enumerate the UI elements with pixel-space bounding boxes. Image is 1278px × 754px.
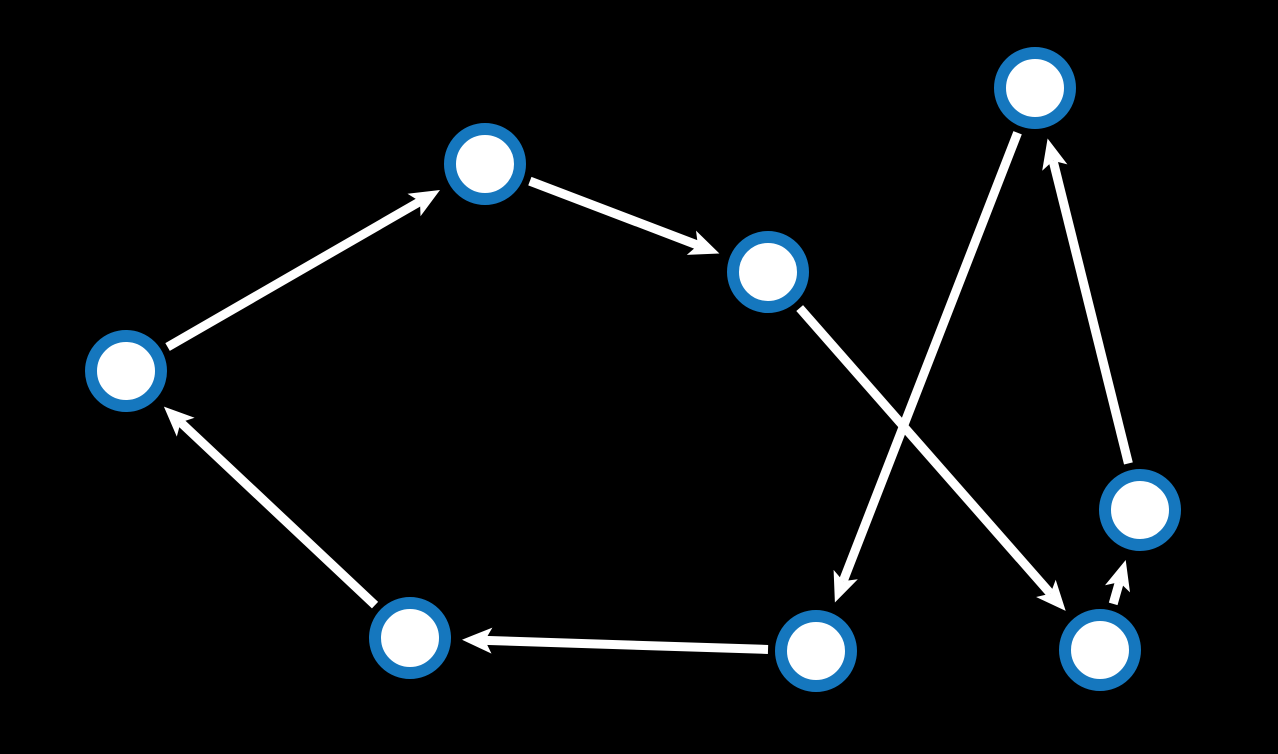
arrowhead-icon: [1105, 560, 1130, 593]
arrowhead-icon: [462, 627, 493, 654]
edge-bottom-left-to-left: [163, 406, 379, 609]
graph-node-upper-left: [444, 123, 526, 205]
edge-left-to-upper-left: [165, 190, 440, 351]
graph-node-top-right: [994, 47, 1076, 129]
graph-node-bottom-middle: [775, 610, 857, 692]
edge-line: [1108, 580, 1124, 606]
edge-upper-left-to-middle: [528, 176, 720, 255]
arrowhead-icon: [1036, 579, 1066, 611]
graph-node-middle: [727, 231, 809, 313]
edge-middle-to-bottom-right: [796, 305, 1066, 611]
edge-line: [177, 419, 379, 609]
arrowhead-icon: [833, 569, 858, 603]
graph-node-bottom-right: [1059, 609, 1141, 691]
edge-bottom-right-to-right-middle: [1105, 560, 1130, 606]
edge-line: [838, 131, 1022, 583]
arrowhead-icon: [163, 406, 195, 437]
edge-right-middle-to-top-right: [1042, 138, 1133, 465]
edge-top-right-to-bottom-middle: [833, 131, 1022, 603]
edge-line: [165, 197, 423, 351]
arrowhead-icon: [407, 190, 440, 217]
arrowhead-icon: [686, 230, 720, 255]
graph-node-left: [85, 330, 167, 412]
edge-line: [484, 635, 769, 654]
edge-line: [1048, 159, 1133, 465]
graph-node-right-middle: [1099, 469, 1181, 551]
edge-line: [796, 305, 1054, 597]
graph-node-bottom-left: [369, 597, 451, 679]
edge-line: [528, 176, 700, 250]
arrowhead-icon: [1042, 138, 1068, 171]
edge-bottom-middle-to-bottom-left: [462, 627, 769, 654]
